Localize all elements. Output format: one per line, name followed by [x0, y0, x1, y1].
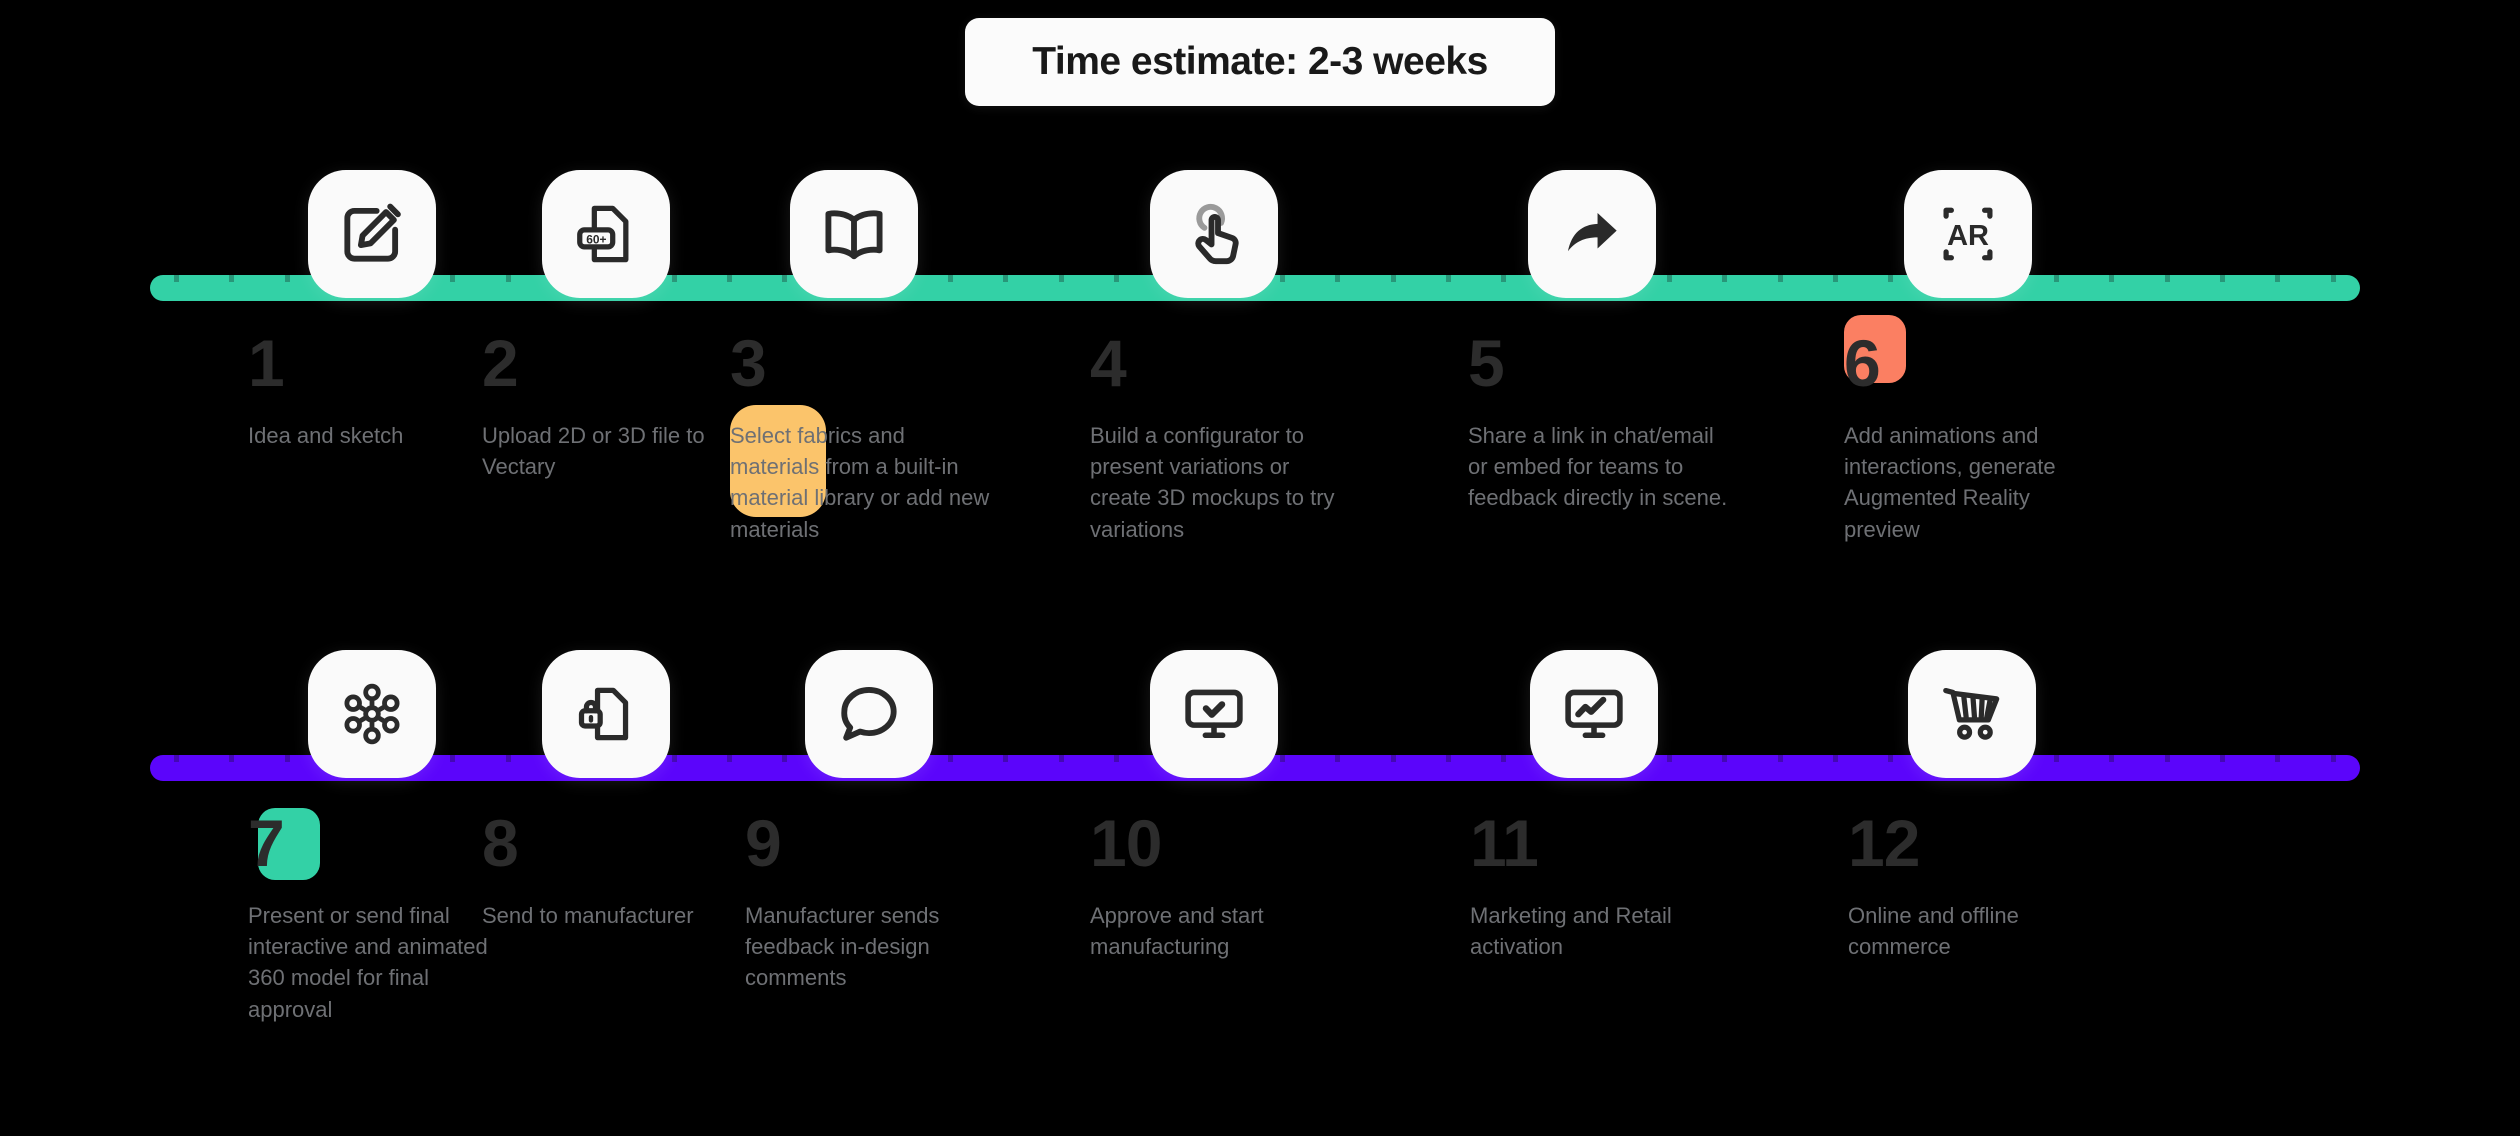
step-description: Add animations and interactions, generat… — [1844, 423, 2056, 542]
step-number: 8 — [482, 806, 519, 880]
speech-bubble-icon[interactable] — [805, 650, 933, 778]
step-number: 7 — [248, 806, 285, 880]
decorative-blob-coral — [1844, 315, 1906, 383]
svg-text:AR: AR — [1947, 220, 1989, 252]
monitor-check-icon[interactable] — [1150, 650, 1278, 778]
step-number: 10 — [1090, 806, 1162, 880]
step-description: Select fabrics and materials from a buil… — [730, 423, 990, 542]
step-number: 3 — [730, 326, 767, 400]
time-estimate-badge: Time estimate: 2-3 weeks — [965, 18, 1555, 106]
ar-scan-icon[interactable]: AR — [1904, 170, 2032, 298]
monitor-trend-icon[interactable] — [1530, 650, 1658, 778]
step-description: Online and offline commerce — [1848, 903, 2019, 960]
step-description: Send to manufacturer — [482, 903, 694, 928]
step-description: Present or send final interactive and an… — [248, 903, 488, 1022]
step-description: Marketing and Retail activation — [1470, 903, 1672, 960]
decorative-blob-teal — [258, 808, 320, 880]
steps-row-2: 7 Present or send final interactive and … — [0, 650, 2520, 1080]
step-number: 12 — [1848, 806, 1920, 880]
step-description: Approve and start manufacturing — [1090, 903, 1264, 960]
step-description: Build a configurator to present variatio… — [1090, 423, 1335, 542]
decorative-blob-amber — [730, 405, 826, 517]
shopping-cart-icon[interactable] — [1908, 650, 2036, 778]
network-hub-icon[interactable] — [308, 650, 436, 778]
step-description: Upload 2D or 3D file to Vectary — [482, 423, 705, 480]
time-estimate-label: Time estimate: 2-3 weeks — [1032, 40, 1488, 83]
locked-file-icon[interactable] — [542, 650, 670, 778]
share-arrow-icon[interactable] — [1528, 170, 1656, 298]
tap-hand-icon[interactable] — [1150, 170, 1278, 298]
open-book-icon[interactable] — [790, 170, 918, 298]
svg-text:60+: 60+ — [586, 233, 606, 247]
steps-row-1: 1 Idea and sketch 60+ 2 Upload 2D or 3D … — [0, 170, 2520, 590]
step-number: 11 — [1470, 806, 1539, 880]
step-number: 4 — [1090, 326, 1127, 400]
step-number: 1 — [248, 326, 285, 400]
step-number: 5 — [1468, 326, 1505, 400]
file-60-plus-icon[interactable]: 60+ — [542, 170, 670, 298]
step-number: 9 — [745, 806, 782, 880]
step-number: 2 — [482, 326, 519, 400]
timeline-row-production: 7 Present or send final interactive and … — [0, 650, 2520, 1080]
timeline-row-design: 1 Idea and sketch 60+ 2 Upload 2D or 3D … — [0, 170, 2520, 590]
step-description: Idea and sketch — [248, 423, 404, 448]
step-number: 6 — [1844, 326, 1881, 400]
step-description: Manufacturer sends feedback in-design co… — [745, 903, 940, 991]
step-description: Share a link in chat/email or embed for … — [1468, 423, 1728, 511]
edit-square-icon[interactable] — [308, 170, 436, 298]
